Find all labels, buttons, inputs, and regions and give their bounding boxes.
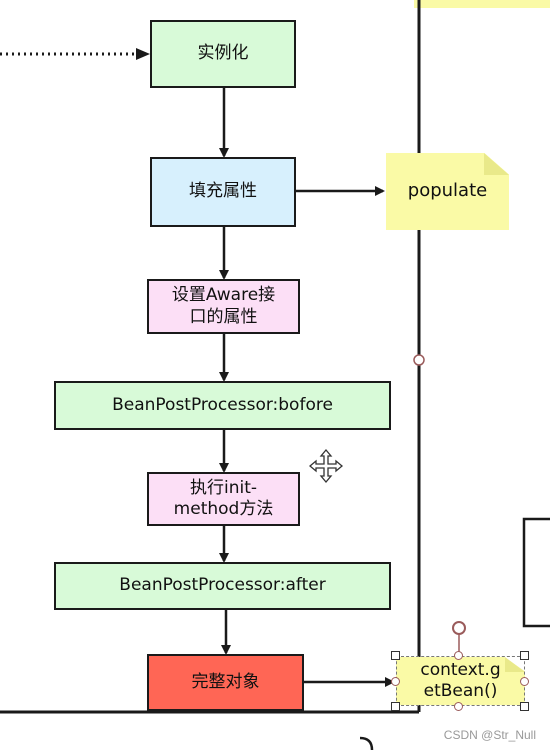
node-aware-properties[interactable]: 设置Aware接 口的属性	[147, 279, 300, 334]
node-bpp-before[interactable]: BeanPostProcessor:bofore	[54, 381, 391, 430]
resize-handle-bottom[interactable]	[454, 702, 463, 711]
node-populate-properties[interactable]: 填充属性	[150, 157, 296, 227]
dotted-connector-arrowhead	[136, 48, 150, 60]
resize-handle-top[interactable]	[454, 651, 463, 660]
note-get-bean-text: context.g etBean()	[420, 659, 501, 701]
node-bpp-after[interactable]: BeanPostProcessor:after	[54, 562, 391, 610]
resize-handle-right[interactable]	[520, 677, 529, 686]
resize-handle-bottom-left[interactable]	[391, 702, 400, 711]
move-cursor-icon	[308, 448, 344, 484]
connection-point[interactable]	[413, 354, 425, 366]
resize-handle-top-right[interactable]	[520, 651, 529, 660]
resize-handle-left[interactable]	[391, 677, 400, 686]
node-instantiate[interactable]: 实例化	[150, 20, 296, 88]
note-populate-text: populate	[407, 180, 488, 202]
selection-box	[396, 656, 525, 706]
resize-handle-bottom-right[interactable]	[520, 702, 529, 711]
note-get-bean[interactable]: context.g etBean()	[396, 657, 525, 705]
partial-note-top	[414, 0, 550, 8]
container-corner-fragment	[359, 736, 374, 750]
resize-handle-top-left[interactable]	[391, 651, 400, 660]
partial-box-right	[522, 517, 550, 628]
rotate-handle[interactable]	[452, 621, 466, 635]
node-complete-object[interactable]: 完整对象	[147, 654, 304, 711]
watermark: CSDN @Str_Null	[443, 728, 536, 742]
node-init-method[interactable]: 执行init- method方法	[147, 472, 300, 526]
